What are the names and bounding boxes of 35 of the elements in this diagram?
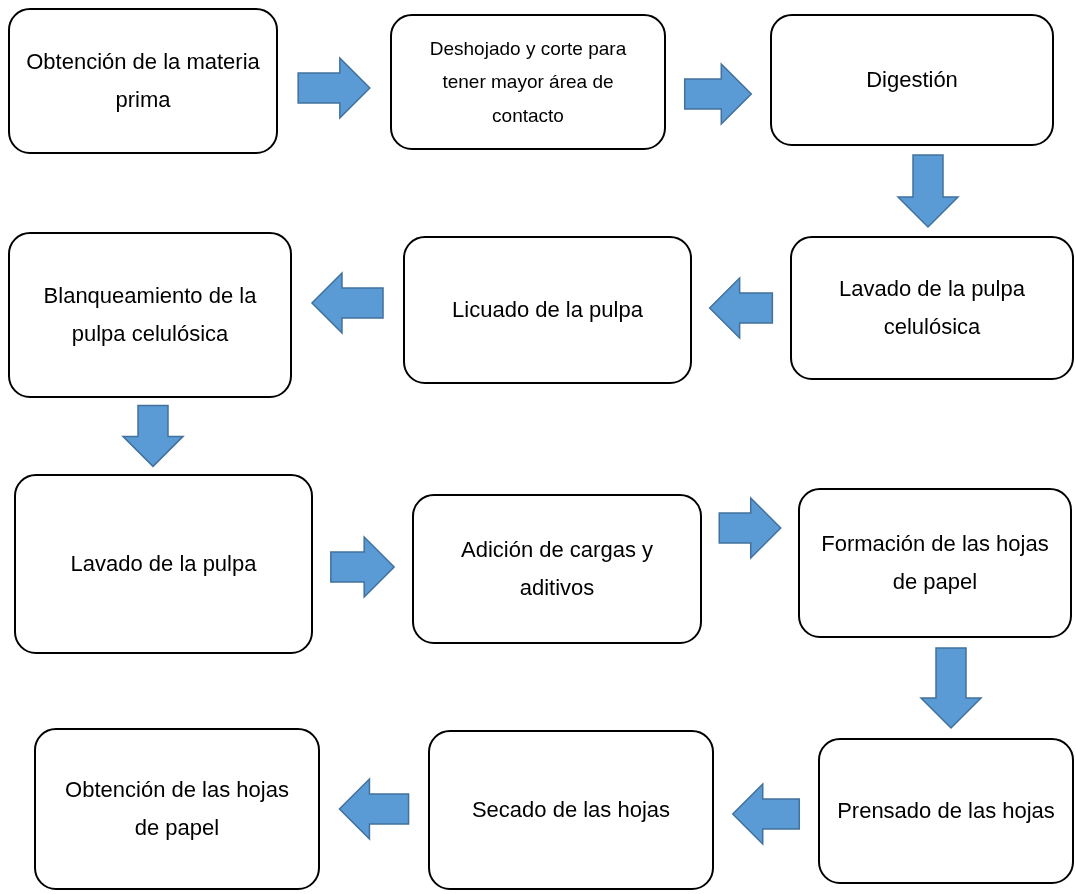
step-label: Licuado de la pulpa — [452, 295, 643, 324]
block-arrow — [919, 647, 983, 730]
step-label: Adición de cargas y aditivos — [460, 535, 654, 602]
process-box — [8, 232, 292, 398]
process-box — [8, 8, 278, 154]
step-label: Secado de las hojas — [471, 795, 671, 824]
block-arrow — [683, 62, 753, 126]
process-box — [798, 488, 1072, 638]
step-label: Lavado de la pulpa celulósica — [838, 274, 1026, 341]
process-box — [770, 14, 1054, 146]
step-label: Blanqueamiento de la pulpa celulósica — [42, 281, 258, 348]
block-arrow — [731, 782, 801, 846]
process-box — [818, 738, 1074, 884]
block-arrow — [310, 271, 384, 335]
step-label: Formación de las hojas de papel — [820, 529, 1050, 596]
block-arrow — [338, 777, 410, 841]
step-label: Obtención de las hojas de papel — [64, 775, 290, 842]
process-box — [412, 494, 702, 644]
process-box — [428, 730, 714, 890]
process-box — [403, 236, 692, 384]
step-label: Digestión — [866, 65, 958, 94]
block-arrow — [708, 276, 774, 340]
step-label: Deshojado y corte para tener mayor área de contacto — [428, 37, 628, 128]
step-label: Lavado de la pulpa — [70, 549, 257, 578]
process-box — [34, 728, 320, 890]
process-box — [390, 14, 666, 150]
block-arrow — [718, 496, 782, 560]
block-arrow — [896, 154, 960, 229]
block-arrow — [297, 56, 371, 120]
step-label: Prensado de las hojas — [837, 796, 1055, 825]
block-arrow — [121, 404, 185, 468]
block-arrow — [330, 535, 396, 599]
process-box — [790, 236, 1074, 380]
step-label: Obtención de la materia prima — [26, 47, 260, 114]
process-box — [14, 474, 313, 654]
